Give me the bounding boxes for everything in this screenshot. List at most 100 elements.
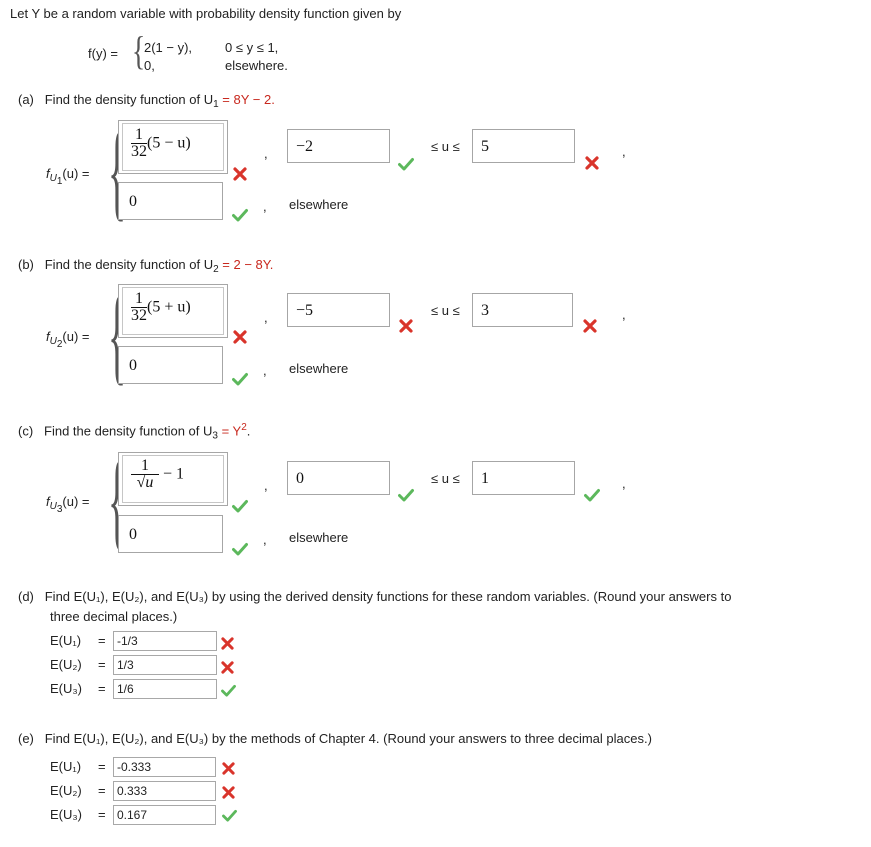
part-b-expr-den: 32 — [131, 307, 147, 324]
part-e-row-label: E(U₁) — [50, 759, 82, 774]
part-a-upper-input[interactable]: 5 — [472, 129, 575, 163]
part-a-lower-value: −2 — [296, 138, 314, 155]
part-a-lhs-f: f — [46, 166, 50, 181]
part-b-bound-text: ≤ u ≤ — [431, 303, 460, 318]
part-b-heading: (b) Find the density function of U2 = 2 … — [18, 257, 273, 275]
part-b-lhs-arg: (u) = — [62, 329, 90, 344]
part-c-zero-input[interactable]: 0 — [118, 515, 223, 553]
part-b-expr-cross-icon — [233, 330, 247, 344]
intro-text: Let Y be a random variable with probabil… — [10, 6, 402, 21]
part-c-expr-num: 1 — [141, 457, 149, 474]
part-c-comma3: , — [263, 532, 267, 547]
part-c-elsewhere: elsewhere — [289, 530, 349, 545]
part-a-heading: (a) Find the density function of U1 = 8Y… — [18, 92, 275, 110]
part-e-answer-input[interactable]: 0.333 — [113, 781, 216, 801]
part-e-row-label: E(U₃) — [50, 807, 83, 822]
part-a-zero-input[interactable]: 0 — [118, 182, 223, 220]
part-b-upper-value: 3 — [481, 302, 489, 319]
part-a-comma1: , — [264, 146, 268, 161]
part-d-answer-input[interactable]: 1/6 — [113, 679, 217, 699]
part-c-lhs-f: f — [46, 494, 50, 509]
part-c-lower-check-icon — [398, 488, 414, 502]
part-b-lhs-f: f — [46, 329, 50, 344]
part-b-upper-input[interactable]: 3 — [472, 293, 573, 327]
part-a-zero-check-icon — [232, 208, 248, 222]
part-a-lhs-subsub: 1 — [56, 176, 63, 187]
part-a-expr-cross-icon — [233, 167, 247, 181]
part-c-comma1: , — [264, 478, 268, 493]
part-b-expr-paren: (5 + u) — [147, 298, 191, 316]
part-b-lhs: fU2(u) = — [46, 329, 90, 350]
part-c-rhs: = Y — [217, 423, 242, 439]
part-a-lhs-arg: (u) = — [62, 166, 90, 181]
part-e-prompt: Find E(U₁), E(U₂), and E(U₃) by the meth… — [44, 731, 652, 746]
part-c-lower-value: 0 — [296, 470, 304, 487]
part-e-cross-icon — [222, 762, 235, 775]
part-b-rhs: = 2 − 8Y. — [218, 257, 274, 272]
part-a-expr-num: 1 — [135, 126, 143, 143]
part-d-answer-input[interactable]: 1/3 — [113, 655, 217, 675]
part-e-cross-icon — [222, 786, 235, 799]
part-c-lhs: fU3(u) = — [46, 494, 90, 515]
part-e-answer-input[interactable]: -0.333 — [113, 757, 216, 777]
part-c-lhs-u: U — [49, 501, 57, 512]
part-c-heading: (c) Find the density function of U3 = Y2… — [18, 422, 250, 441]
part-b-expr-num: 1 — [135, 290, 143, 307]
part-c-upper-input[interactable]: 1 — [472, 461, 575, 495]
part-a-sub: 1 — [213, 99, 219, 110]
part-d-row-label: E(U₂) — [50, 657, 82, 672]
part-d-label: (d) — [18, 589, 34, 604]
part-c-bound-text: ≤ u ≤ — [431, 471, 460, 486]
part-b-label: (b) — [18, 257, 34, 272]
part-b-lower-input[interactable]: −5 — [287, 293, 390, 327]
part-b-comma1: , — [264, 310, 268, 325]
part-b-lower-cross-icon — [399, 319, 413, 333]
part-c-rhs-sup: 2 — [241, 422, 247, 433]
part-b-zero-check-icon — [232, 372, 248, 386]
pdf-case2-expr: 0, — [144, 58, 155, 73]
part-d-answer-input[interactable]: -1/3 — [113, 631, 217, 651]
part-a-comma2: , — [622, 144, 626, 159]
part-a-expr-paren: (5 − u) — [147, 134, 191, 152]
part-c-label: (c) — [18, 423, 34, 439]
part-e-check-icon — [222, 809, 237, 822]
part-c-expr-tail: − 1 — [163, 465, 185, 483]
part-a-bound-text: ≤ u ≤ — [431, 139, 460, 154]
part-b-comma3: , — [263, 363, 267, 378]
part-c-expr-input[interactable]: 1√u − 1 — [122, 455, 224, 503]
part-b-elsewhere: elsewhere — [289, 361, 349, 376]
part-c-comma2: , — [622, 476, 626, 491]
part-c-lhs-subsub: 3 — [56, 504, 63, 515]
part-b-upper-cross-icon — [583, 319, 597, 333]
part-c-prompt: Find the density function of U — [44, 423, 213, 439]
part-d-row-eq: = — [98, 657, 106, 672]
part-e-answer-input[interactable]: 0.167 — [113, 805, 216, 825]
part-c-upper-check-icon — [584, 488, 600, 502]
part-d-row-label: E(U₃) — [50, 681, 83, 696]
part-c-rhs-end: . — [246, 423, 251, 439]
part-e-row-eq: = — [98, 759, 106, 774]
part-d-cross-icon — [221, 637, 234, 650]
part-a-rhs: = 8Y − 2. — [218, 92, 275, 107]
part-b-zero-input[interactable]: 0 — [118, 346, 223, 384]
part-a-comma3: , — [263, 199, 267, 214]
part-c-lhs-arg: (u) = — [62, 494, 90, 509]
pdf-brace: { — [131, 28, 146, 73]
part-b-prompt: Find the density function of U — [44, 257, 214, 272]
part-b-lhs-u: U — [49, 336, 57, 347]
part-c-lower-input[interactable]: 0 — [287, 461, 390, 495]
part-a-prompt: Find the density function of U — [44, 92, 214, 107]
part-a-expr-den: 32 — [131, 143, 147, 160]
pdf-lhs: f(y) = — [88, 46, 118, 61]
part-d-row-eq: = — [98, 681, 106, 696]
part-d-prompt2: three decimal places.) — [50, 609, 178, 624]
pdf-case1-expr: 2(1 − y), — [144, 40, 193, 55]
part-c-upper-value: 1 — [481, 470, 489, 487]
part-d-row-eq: = — [98, 633, 106, 648]
part-a-lower-input[interactable]: −2 — [287, 129, 390, 163]
part-c-zero-check-icon — [232, 542, 248, 556]
part-b-lower-value: −5 — [296, 302, 314, 319]
